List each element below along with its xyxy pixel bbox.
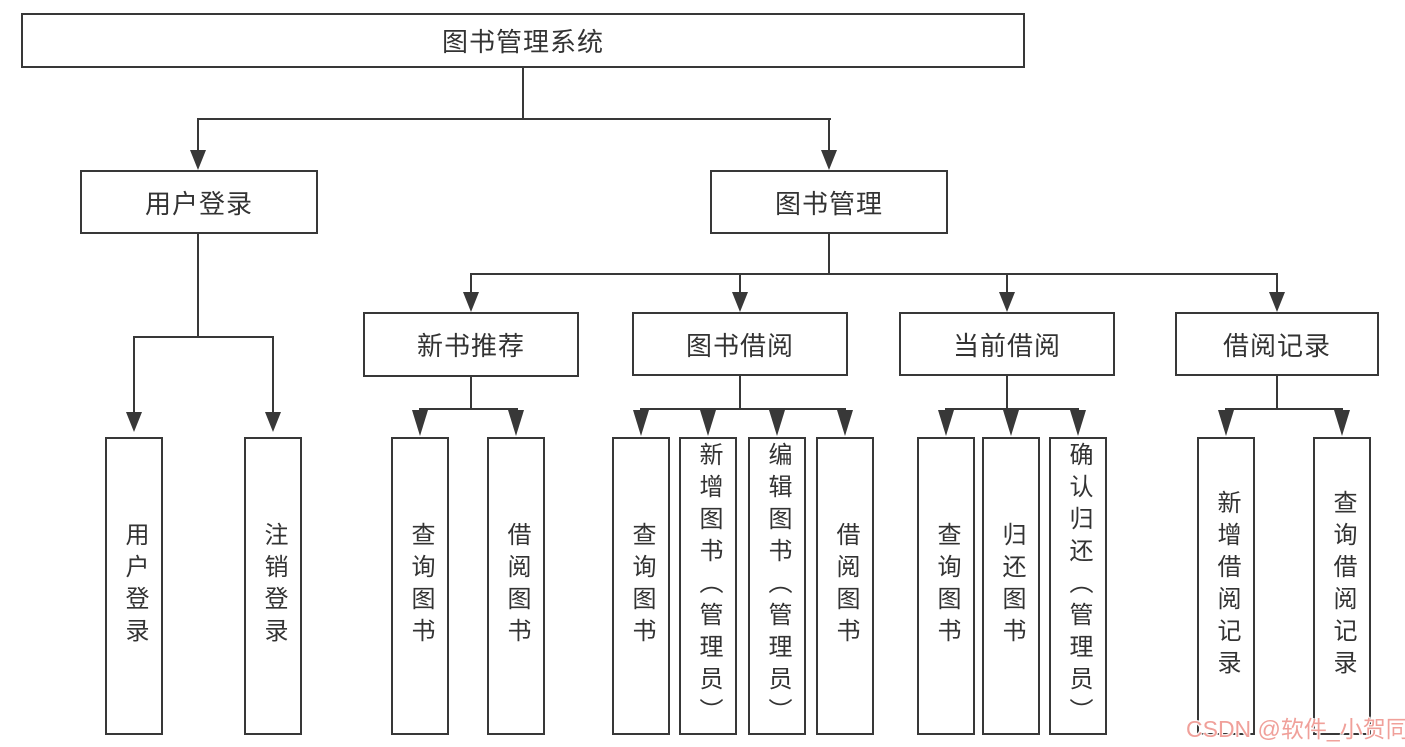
- connector-line: [640, 408, 846, 410]
- leaf-label: 归还图书: [998, 522, 1025, 650]
- connector-line: [470, 273, 1278, 275]
- arrowhead-down-icon: [190, 150, 206, 170]
- connector-line: [828, 120, 830, 152]
- arrowhead-down-icon: [1269, 292, 1285, 312]
- leaf-label: 用户登录: [121, 522, 148, 650]
- node-label: 用户登录: [144, 188, 253, 219]
- leaf-query-books-borrow: 查询图书: [612, 437, 670, 735]
- leaf-query-borrow-record: 查询借阅记录: [1313, 437, 1371, 735]
- arrowhead-down-icon: [1070, 410, 1086, 436]
- leaf-label: 新增图书（管理员）: [695, 442, 722, 730]
- leaf-label: 新增借阅记录: [1213, 490, 1240, 682]
- node-borrow-record: 借阅记录: [1175, 312, 1379, 376]
- connector-line: [133, 336, 274, 338]
- arrowhead-down-icon: [508, 410, 524, 436]
- arrowhead-down-icon: [1218, 410, 1234, 436]
- node-label: 新书推荐: [416, 331, 525, 361]
- leaf-label: 查询图书: [628, 522, 655, 650]
- leaf-query-books-current: 查询图书: [917, 437, 975, 735]
- leaf-user-login: 用户登录: [105, 437, 163, 735]
- connector-line: [197, 234, 199, 338]
- node-library-management-system: 图书管理系统: [21, 13, 1025, 68]
- leaf-borrow-books-newbook: 借阅图书: [487, 437, 545, 735]
- arrowhead-down-icon: [1334, 410, 1350, 436]
- arrowhead-down-icon: [821, 150, 837, 170]
- connector-line: [470, 377, 472, 410]
- connector-line: [1276, 275, 1278, 293]
- leaf-label: 借阅图书: [503, 522, 530, 650]
- arrowhead-down-icon: [1003, 410, 1019, 436]
- connector-line: [945, 408, 1079, 410]
- connector-line: [739, 376, 741, 410]
- leaf-add-borrow-record: 新增借阅记录: [1197, 437, 1255, 735]
- leaf-confirm-return-admin: 确认归还（管理员）: [1049, 437, 1107, 735]
- arrowhead-down-icon: [126, 412, 142, 432]
- leaf-add-books-admin: 新增图书（管理员）: [679, 437, 737, 735]
- node-label: 当前借阅: [952, 330, 1061, 361]
- node-label: 图书管理系统: [441, 27, 604, 57]
- arrowhead-down-icon: [837, 410, 853, 436]
- leaf-label: 编辑图书（管理员）: [764, 442, 791, 730]
- connector-line: [522, 68, 524, 120]
- connector-line: [419, 408, 518, 410]
- leaf-edit-books-admin: 编辑图书（管理员）: [748, 437, 806, 735]
- arrowhead-down-icon: [463, 292, 479, 312]
- leaf-label: 借阅图书: [832, 522, 859, 650]
- leaf-label: 确认归还（管理员）: [1065, 442, 1092, 730]
- leaf-label: 查询图书: [933, 522, 960, 650]
- arrowhead-down-icon: [633, 410, 649, 436]
- connector-line: [1006, 275, 1008, 293]
- leaf-logout: 注销登录: [244, 437, 302, 735]
- arrowhead-down-icon: [412, 410, 428, 436]
- connector-line: [739, 275, 741, 293]
- connector-line: [133, 338, 135, 414]
- csdn-watermark: CSDN @软件_小贺同学: [1186, 716, 1405, 742]
- node-user-login: 用户登录: [80, 170, 318, 234]
- connector-line: [1006, 376, 1008, 410]
- leaf-query-books-newbook: 查询图书: [391, 437, 449, 735]
- connector-line: [272, 338, 274, 414]
- node-current-borrow: 当前借阅: [899, 312, 1115, 376]
- connector-line: [470, 275, 472, 293]
- connector-line: [1225, 408, 1343, 410]
- arrowhead-down-icon: [999, 292, 1015, 312]
- connector-line: [197, 120, 199, 152]
- connector-line: [1276, 376, 1278, 410]
- leaf-label: 查询借阅记录: [1329, 490, 1356, 682]
- leaf-return-books: 归还图书: [982, 437, 1040, 735]
- arrowhead-down-icon: [700, 410, 716, 436]
- node-label: 图书借阅: [685, 330, 794, 361]
- node-new-book-recommend: 新书推荐: [363, 312, 579, 377]
- leaf-label: 查询图书: [407, 522, 434, 650]
- node-book-management: 图书管理: [710, 170, 948, 234]
- node-label: 借阅记录: [1222, 330, 1331, 361]
- arrowhead-down-icon: [732, 292, 748, 312]
- arrowhead-down-icon: [265, 412, 281, 432]
- node-label: 图书管理: [774, 188, 883, 219]
- connector-line: [197, 118, 831, 120]
- leaf-label: 注销登录: [260, 522, 287, 650]
- node-book-borrow: 图书借阅: [632, 312, 848, 376]
- arrowhead-down-icon: [938, 410, 954, 436]
- leaf-borrow-books: 借阅图书: [816, 437, 874, 735]
- connector-line: [828, 234, 830, 275]
- arrowhead-down-icon: [769, 410, 785, 436]
